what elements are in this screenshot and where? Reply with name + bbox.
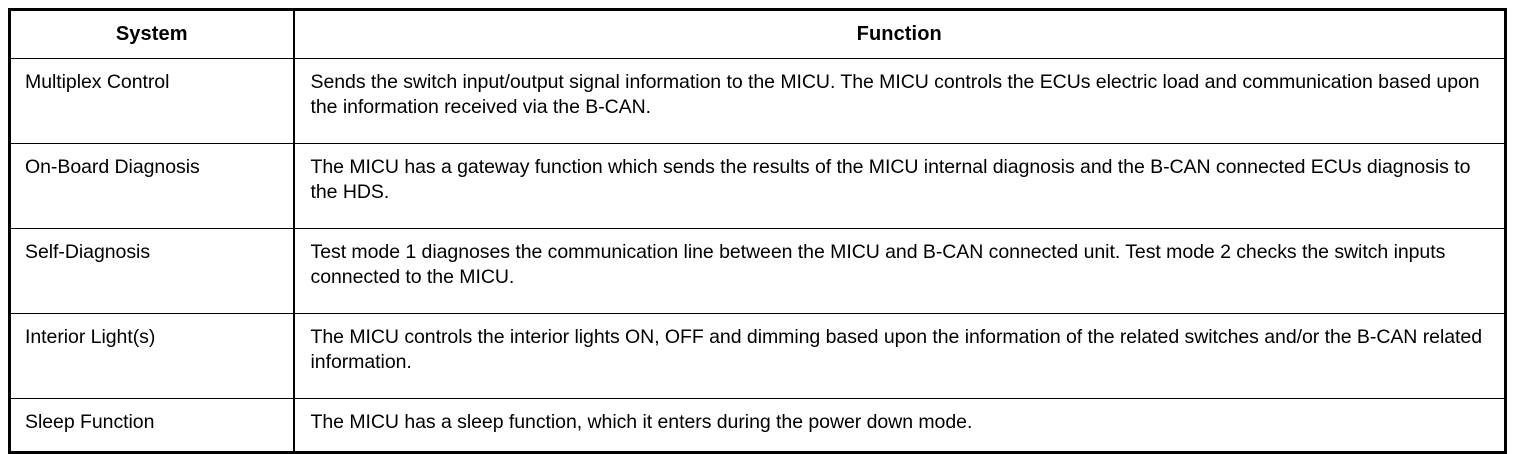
table-header-row: System Function [9,9,1506,59]
table-row: On-Board Diagnosis The MICU has a gatewa… [9,143,1506,229]
cell-function-interior-lights: The MICU controls the interior lights ON… [293,313,1506,399]
table-row: Sleep Function The MICU has a sleep func… [9,398,1506,453]
table-row: Interior Light(s) The MICU controls the … [9,313,1506,399]
table-row: Multiplex Control Sends the switch input… [9,58,1506,144]
table-row: Self-Diagnosis Test mode 1 diagnoses the… [9,228,1506,314]
cell-function-sleep-function: The MICU has a sleep function, which it … [293,398,1506,453]
column-header-system: System [9,9,295,59]
table-body: Multiplex Control Sends the switch input… [9,58,1506,453]
system-function-table: System Function Multiplex Control Sends … [8,8,1507,454]
cell-system-sleep-function: Sleep Function [9,398,295,453]
table-header: System Function [9,9,1506,59]
cell-system-self-diagnosis: Self-Diagnosis [9,228,295,314]
cell-system-interior-lights: Interior Light(s) [9,313,295,399]
cell-function-self-diagnosis: Test mode 1 diagnoses the communication … [293,228,1506,314]
cell-system-on-board-diagnosis: On-Board Diagnosis [9,143,295,229]
cell-function-on-board-diagnosis: The MICU has a gateway function which se… [293,143,1506,229]
cell-system-multiplex-control: Multiplex Control [9,58,295,144]
column-header-function: Function [293,9,1506,59]
cell-function-multiplex-control: Sends the switch input/output signal inf… [293,58,1506,144]
